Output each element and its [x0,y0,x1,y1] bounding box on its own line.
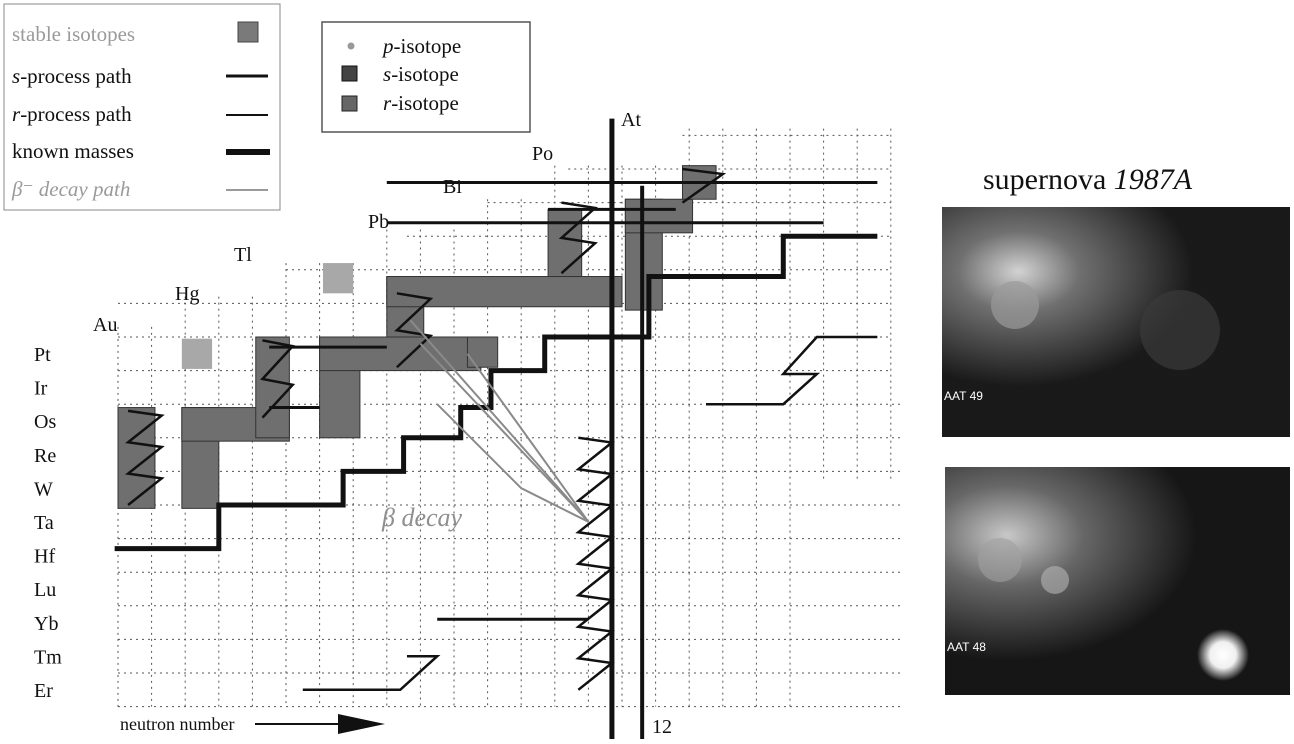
legend-p-isotope-swatch [347,42,355,50]
legend-r-isotope-swatch [341,95,358,112]
r-process-zigzag [125,409,165,506]
element-label-at: At [621,109,641,131]
s-process-path [114,233,878,552]
photo-label-aat48: AAT 48 [947,640,986,654]
element-label-left: Os [34,411,56,433]
isotope-block [624,198,694,234]
legend-r-path-label: r-process path [12,102,132,126]
element-label-left: W [34,478,53,500]
legend-paths: stable isotopes s-process path r-process… [3,3,281,211]
legend-p-isotope-label: p-isotope [381,34,461,58]
legend-stable-swatch [237,21,259,43]
element-label-tl: Tl [234,244,252,266]
element-label-left: Re [34,445,56,467]
r-process-low-path [302,654,441,692]
legend-isotopes: p-isotope s-isotope r-isotope [321,21,531,133]
element-label-pb: Pb [368,211,389,233]
isotope-block [386,276,623,308]
nebula-glow-before [942,207,1290,437]
supernova-star [1197,629,1249,681]
beta-decay-path [466,353,590,523]
stable-isotope-tl [322,263,354,294]
isotope-block [255,336,290,439]
beta-decay-path [436,403,589,523]
beta-decay-path [409,319,590,523]
nebula-knot-before [991,281,1039,329]
element-label-hg: Hg [175,283,199,305]
supernova-title: supernova 1987A [983,163,1193,196]
element-label-left: Yb [34,613,58,635]
element-label-left: Hf [34,546,55,568]
magic-number-label: 12 [652,716,672,738]
r-process-zigzag [260,339,296,419]
legend-r-isotope-label: r-isotope [383,91,459,115]
element-label-left: Pt [34,344,51,366]
legend-s-path-label: s-process path [12,64,132,88]
stable-isotope-pt [181,338,213,369]
r-process-branch [706,335,878,406]
element-label-left: Lu [34,579,56,601]
r-process-zigzag [394,292,434,369]
axis-label-neutron-number: neutron number [120,714,234,734]
element-label-bi: Bi [443,176,462,198]
legend-paths-box [3,3,281,211]
element-label-po: Po [532,143,553,165]
element-labels-top: Au Hg Tl Pb Bi Po At [93,109,641,336]
element-label-left: Ir [34,378,48,400]
r-process-zigzag [575,436,615,691]
photo-label-aat49: AAT 49 [944,389,983,403]
element-label-au: Au [93,314,117,336]
element-label-left: Ta [34,512,54,534]
isotope-block [466,336,499,368]
isotope-block [547,208,583,278]
element-label-left: Er [34,680,53,702]
axis-arrow-icon [338,714,385,734]
legend-stable-label: stable isotopes [12,22,135,46]
supernova-panel: supernova 1987A AAT 49 [942,163,1290,695]
legend-beta-decay-label: β⁻ decay path [11,177,130,201]
element-label-left: Tm [34,646,62,668]
legend-s-isotope-swatch [341,65,358,82]
r-process-zigzag [558,201,598,275]
r-process-zigzag [681,167,727,204]
beta-decay-label: β decay [381,503,463,532]
process-paths [114,118,878,744]
legend-s-isotope-label: s-isotope [383,62,459,86]
legend-known-masses-label: known masses [12,139,134,163]
beta-decay-path [419,343,590,523]
